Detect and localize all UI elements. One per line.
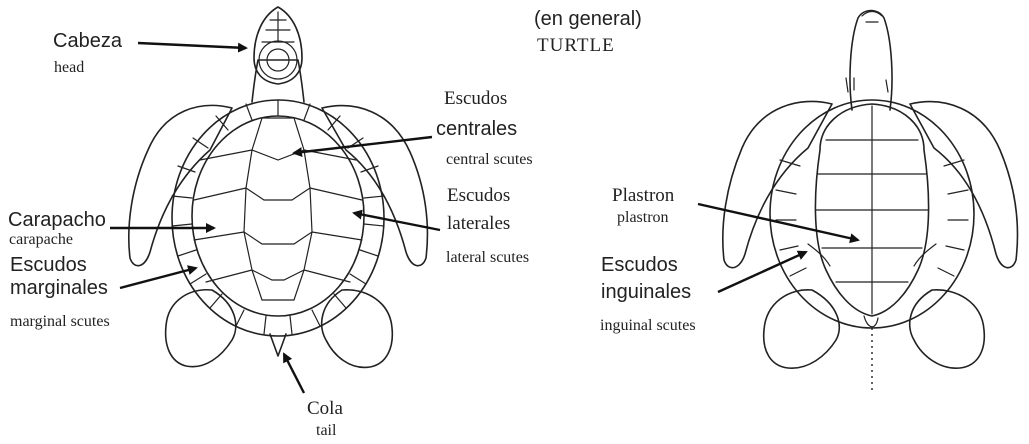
label-carapache: carapache	[9, 232, 73, 248]
left-rear-flipper	[166, 290, 236, 367]
label-escudos-marginales-1: Escudos	[10, 255, 87, 275]
label-escudos-laterales-2: laterales	[447, 214, 510, 233]
label-head: head	[54, 60, 84, 76]
label-escudos-laterales-1: Escudos	[447, 186, 510, 205]
label-cabeza: Cabeza	[53, 31, 122, 51]
ventral-left-rear-flipper	[764, 290, 840, 368]
label-escudos-marginales-2: marginales	[10, 278, 108, 298]
arrow-marginal-scutes	[120, 268, 196, 288]
marginal-scutes	[172, 100, 384, 334]
ventral-head-neck	[850, 11, 892, 111]
label-marginal-scutes: marginal scutes	[10, 314, 110, 330]
label-plastron-en: plastron	[617, 210, 669, 226]
label-escudos-inguinales-2: inguinales	[601, 282, 691, 302]
dorsal-turtle-figure	[129, 7, 428, 367]
arrow-central-scutes	[294, 137, 432, 153]
label-cola: Cola	[307, 399, 343, 418]
label-inguinal-scutes: inguinal scutes	[600, 318, 696, 334]
right-rear-flipper	[322, 290, 393, 368]
arrow-head	[138, 43, 246, 48]
ventral-turtle-figure	[723, 11, 1018, 393]
carapace-inner-outline	[192, 116, 364, 316]
dorsal-tail	[270, 334, 286, 356]
label-tail: tail	[316, 423, 336, 439]
label-escudos-centrales-1: Escudos	[444, 89, 507, 108]
label-carapacho: Carapacho	[8, 210, 106, 230]
label-escudos-inguinales-1: Escudos	[601, 255, 678, 275]
label-lateral-scutes: lateral scutes	[446, 250, 529, 266]
ventral-tail	[864, 316, 878, 327]
arrow-tail	[284, 354, 304, 393]
title-line-2: TURTLE	[537, 36, 615, 55]
left-front-flipper	[129, 105, 232, 265]
right-front-flipper	[322, 106, 427, 266]
label-plastron-es: Plastron	[612, 186, 674, 205]
ventral-right-rear-flipper	[910, 290, 985, 368]
label-central-scutes: central scutes	[446, 152, 533, 168]
central-scutes	[244, 118, 312, 300]
label-escudos-centrales-2: centrales	[436, 119, 517, 139]
lateral-scutes	[194, 150, 362, 282]
ventral-jaw	[862, 12, 882, 23]
title-line-1: (en general)	[534, 9, 642, 29]
neck-folds	[846, 78, 888, 92]
